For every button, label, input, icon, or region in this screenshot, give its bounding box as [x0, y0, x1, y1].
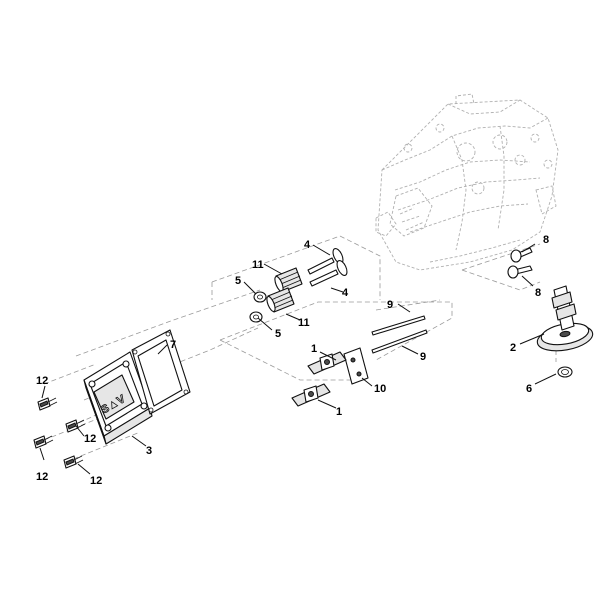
- engine-block-outline: [375, 93, 559, 271]
- valve-spring-part-11a: [274, 267, 303, 293]
- callout-12-c: 12: [36, 471, 48, 483]
- callout-12-d: 12: [90, 475, 102, 487]
- callout-1-upper: 1: [311, 343, 317, 355]
- push-rod-part-9a: [371, 315, 426, 336]
- callout-2: 2: [510, 342, 516, 354]
- callout-6: 6: [526, 383, 532, 395]
- callout-9-upper: 9: [387, 299, 393, 311]
- camshaft-part-2: [536, 285, 594, 352]
- callouts: 4 4 11 11 5 5 7 3 12 12 12 12 1 1 10 9 9…: [36, 234, 549, 487]
- guide-plate-part-10: [343, 347, 369, 385]
- push-rod-part-9b: [371, 329, 428, 354]
- valve-part-4b: [309, 260, 348, 287]
- callout-11-lower: 11: [298, 317, 310, 329]
- washer-part-6: [557, 366, 573, 378]
- screw-part-12a: [37, 397, 58, 411]
- valve-cover-part-3: S▲V: [83, 351, 153, 445]
- callout-4-lower: 4: [342, 287, 349, 299]
- leader-lines: [39, 243, 557, 475]
- callout-12-a: 12: [36, 375, 48, 387]
- screw-part-12b: [65, 419, 86, 433]
- tappet-part-8a: [510, 247, 533, 263]
- tappet-part-8b: [507, 265, 533, 279]
- callout-3: 3: [146, 445, 152, 457]
- callout-9-lower: 9: [420, 351, 426, 363]
- callout-8-lower: 8: [535, 287, 541, 299]
- callout-5-upper: 5: [235, 275, 241, 287]
- callout-8-upper: 8: [543, 234, 549, 246]
- callout-12-b: 12: [84, 433, 96, 445]
- rocker-arm-part-1b: [291, 383, 331, 407]
- callout-1-lower: 1: [336, 406, 342, 418]
- callout-11-upper: 11: [252, 259, 264, 271]
- screw-part-12d: [63, 455, 84, 469]
- callout-5-lower: 5: [275, 328, 281, 340]
- gasket-part-7: [131, 329, 191, 415]
- valve-spring-part-11b: [266, 287, 295, 313]
- callout-4-upper: 4: [304, 239, 311, 251]
- callout-7: 7: [170, 339, 176, 351]
- spring-retainer-part-5a: [253, 291, 267, 303]
- screw-part-12c: [33, 435, 54, 449]
- callout-10: 10: [374, 383, 386, 395]
